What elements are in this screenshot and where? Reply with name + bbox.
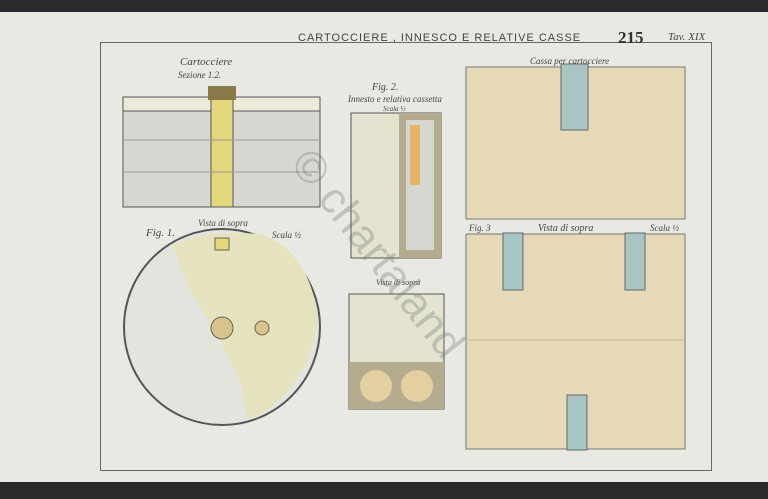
- fig2-label: Fig. 2.: [372, 82, 399, 93]
- plate-number: Tav. XIX: [668, 31, 706, 43]
- fig2-bottom-view: Vista di sopra: [376, 278, 421, 287]
- fig1-subtitle: Sezione 1.2.: [178, 70, 222, 80]
- plate-title: CARTOCCIERE , INNESCO E RELATIVE CASSE: [298, 32, 582, 44]
- fig3-title: Cassa per cartocciere: [530, 56, 610, 66]
- fig1-title: Cartocciere: [180, 56, 233, 68]
- page-number: 215: [618, 28, 644, 47]
- fig1-label: Fig. 1.: [146, 227, 176, 239]
- fig1-top-view: Vista di sopra: [198, 218, 248, 228]
- fig3-top-view: Vista di sopra: [538, 223, 594, 234]
- fig2-scale: Scala ⅓: [383, 105, 406, 113]
- fig3-scale: Scala ½: [650, 223, 679, 233]
- plate-frame: [100, 42, 712, 471]
- fig1-scale: Scala ½: [272, 230, 301, 240]
- fig2-title: Innesto e relativa cassetta: [348, 94, 442, 104]
- fig3-label: Fig. 3: [469, 223, 491, 233]
